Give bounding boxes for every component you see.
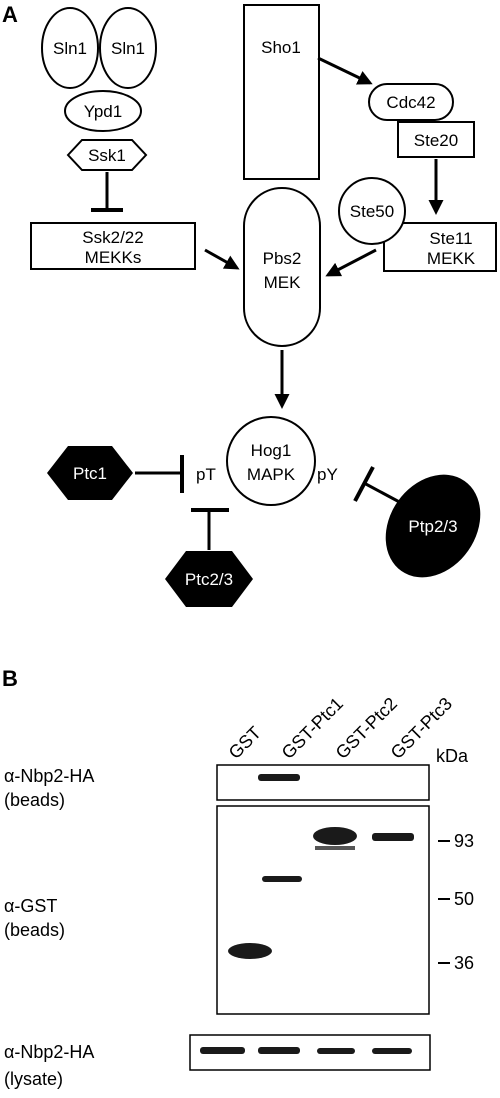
cdc42-node: Cdc42 (368, 83, 454, 121)
sln1-left-node: Sln1 (41, 7, 99, 89)
marker-93-label: 93 (454, 831, 474, 851)
ptc2-3-inhibition (191, 508, 229, 550)
ste50-label: Ste50 (350, 202, 394, 221)
ssk1-node: Ssk1 (66, 139, 148, 171)
band-gst-ptc2-lower (315, 846, 355, 850)
marker-50-label: 50 (454, 889, 474, 909)
sln1-right-label: Sln1 (111, 39, 145, 58)
band-gst-ptc3 (372, 833, 414, 841)
ptc2-3-node: Ptc2/3 (165, 551, 253, 607)
marker-50: 50 (438, 889, 474, 909)
ypd1-node: Ypd1 (64, 90, 142, 132)
sho1-label: Sho1 (261, 38, 301, 57)
pbs2-label-line2: MEK (264, 273, 302, 292)
hog1-label-line1: Hog1 (251, 441, 292, 460)
cdc42-label: Cdc42 (386, 93, 435, 112)
ssk2-label-line2: MEKKs (85, 248, 142, 267)
marker-36-label: 36 (454, 953, 474, 973)
ptc2-3-label: Ptc2/3 (185, 570, 233, 589)
band-lysate-gst (200, 1047, 245, 1054)
ptp2-3-inhibition (353, 466, 406, 507)
band-gst-ptc1 (262, 876, 302, 882)
pbs2-label-line1: Pbs2 (263, 249, 302, 268)
blot3-label-line1: α-Nbp2-HA (4, 1042, 94, 1062)
pbs2-mek-node: Pbs2 MEK (243, 187, 321, 347)
blot3-label-line2: (lysate) (4, 1069, 63, 1089)
blot1-label-line2: (beads) (4, 790, 65, 810)
ssk2-to-pbs2-arrow (204, 248, 240, 270)
panel-a-label: A (2, 2, 18, 27)
ste11-to-pbs2-arrow (325, 248, 377, 277)
band-lysate-ptc1 (258, 1047, 300, 1054)
ste11-mekk-node: Ste11 MEKK (383, 222, 497, 272)
ptp2-3-node: Ptp2/3 (385, 474, 481, 578)
blot-nbp2-beads (216, 764, 430, 801)
blot-gst-beads (216, 805, 430, 1015)
blot2-label-line1: α-GST (4, 896, 57, 916)
ssk2-label-line1: Ssk2/22 (82, 228, 143, 247)
marker-36: 36 (438, 953, 474, 973)
band-gst (228, 943, 272, 959)
blot1-label-line1: α-Nbp2-HA (4, 766, 94, 786)
sln1-left-label: Sln1 (53, 39, 87, 58)
sho1-node: Sho1 (243, 4, 320, 180)
ste20-label: Ste20 (414, 131, 458, 150)
ptp2-3-label: Ptp2/3 (408, 517, 457, 536)
band-lysate-ptc3 (372, 1048, 412, 1054)
py-site-label: pY (317, 465, 338, 484)
sln1-right-node: Sln1 (99, 7, 157, 89)
panel-b-label: B (2, 666, 18, 691)
marker-93: 93 (438, 831, 474, 851)
ssk1-label: Ssk1 (88, 146, 126, 165)
sho1-to-cdc42-arrow (317, 56, 373, 85)
ssk2-22-mekks-node: Ssk2/22 MEKKs (30, 222, 196, 270)
ptc1-node: Ptc1 (47, 446, 133, 500)
band-lysate-ptc2 (317, 1048, 355, 1054)
blot2-label-line2: (beads) (4, 920, 65, 940)
kda-unit-label: kDa (436, 746, 469, 766)
ptc1-label: Ptc1 (73, 464, 107, 483)
lane-label-gst: GST (225, 723, 265, 763)
ste50-node: Ste50 (338, 177, 406, 245)
ssk1-inhibition (91, 172, 123, 212)
ypd1-label: Ypd1 (84, 102, 122, 121)
ptc1-inhibition (135, 455, 184, 493)
pt-site-label: pT (196, 465, 216, 484)
ste11-label-line2: MEKK (427, 249, 476, 268)
band-nbp2-beads-ptc1 (258, 774, 300, 781)
ste20-node: Ste20 (397, 121, 475, 158)
band-gst-ptc2 (313, 827, 357, 845)
hog1-label-line2: MAPK (247, 465, 296, 484)
ste11-label-line1: Ste11 (429, 229, 472, 248)
hog1-mapk-node: Hog1 MAPK (226, 416, 316, 506)
blot-nbp2-lysate (189, 1034, 431, 1071)
